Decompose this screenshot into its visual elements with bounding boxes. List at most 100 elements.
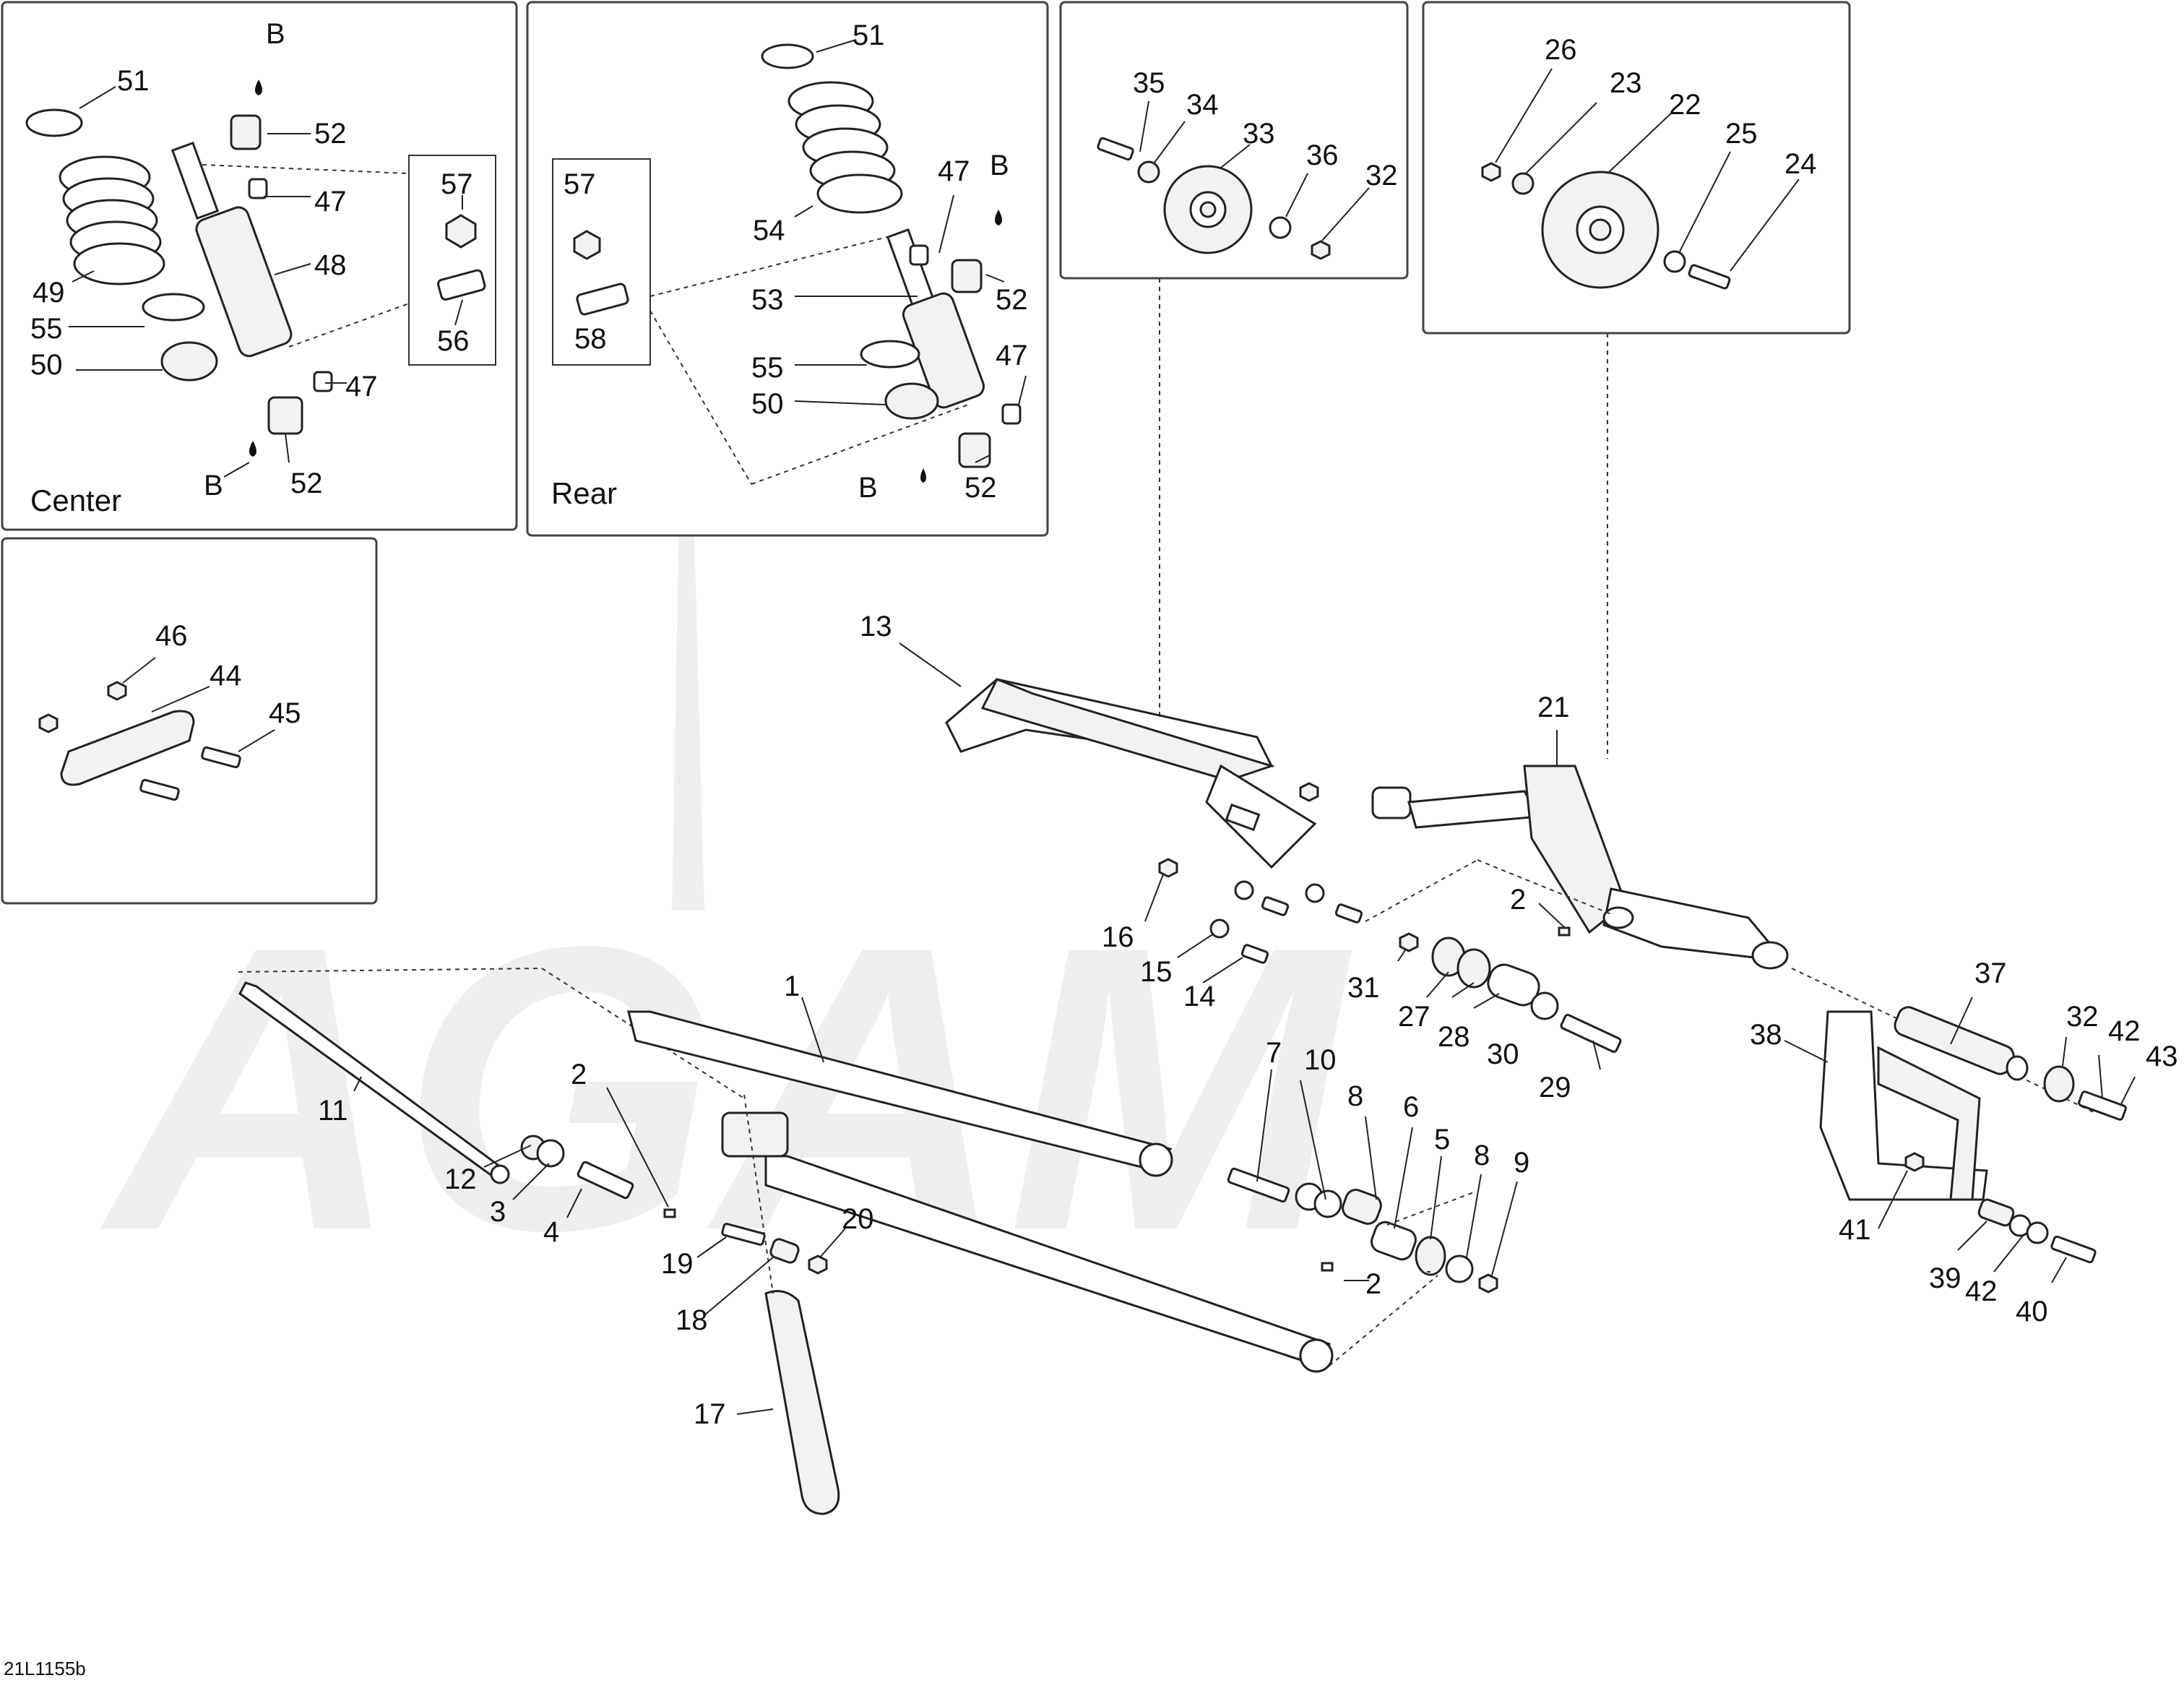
bushing-part — [267, 396, 303, 435]
callout-20: 20 — [842, 1203, 874, 1235]
callout-32: 32 — [1365, 160, 1398, 191]
spacer-part — [909, 244, 929, 266]
front-arm-frame-part — [945, 678, 1317, 869]
washer-part — [2026, 1221, 2049, 1244]
panel-idler-wheel-front: 35 34 33 36 32 — [1059, 1, 1409, 280]
bolt-part — [576, 283, 629, 316]
callout-52: 52 — [964, 472, 997, 504]
callout-55: 55 — [30, 313, 63, 345]
coil-spring-part — [787, 81, 903, 214]
callout-26: 26 — [1545, 34, 1577, 66]
callout-47: 47 — [938, 155, 970, 187]
washer-part — [1511, 172, 1535, 195]
callout-49: 49 — [33, 277, 65, 309]
rear-arm-part — [1371, 765, 1789, 970]
rear-bracket-part — [1819, 1010, 1988, 1201]
spacer-part — [248, 178, 268, 199]
bolt-part — [1688, 264, 1731, 290]
grease-fitting-part — [663, 1208, 676, 1218]
bolt-part — [1240, 944, 1269, 964]
grease-drop-icon — [995, 210, 1002, 225]
callout-22: 22 — [1669, 89, 1701, 121]
callout-48: 48 — [314, 249, 347, 281]
bolt-part — [1334, 903, 1363, 924]
bolt-part — [201, 746, 241, 769]
nut-part — [1299, 782, 1319, 802]
nut-part — [808, 1254, 828, 1275]
callout-23: 23 — [1610, 67, 1642, 99]
callout-31: 31 — [1347, 972, 1380, 1004]
bolt-part — [721, 1223, 766, 1246]
callout-21: 21 — [1537, 692, 1570, 723]
callout-8: 8 — [1474, 1140, 1490, 1171]
callout-6: 6 — [1403, 1091, 1419, 1123]
hardware-inset-box — [552, 158, 651, 366]
callout-52: 52 — [314, 118, 347, 150]
bushing-part — [1415, 1236, 1446, 1276]
callout-51: 51 — [853, 20, 885, 51]
bushing-part — [230, 114, 262, 150]
hardware-inset-box — [408, 155, 496, 366]
washer-part — [1305, 883, 1325, 903]
bushing-part — [951, 259, 983, 293]
callout-58: 58 — [574, 323, 607, 355]
bolt-part — [2078, 1090, 2127, 1121]
bushing-part — [1456, 948, 1491, 989]
callout-40: 40 — [2016, 1296, 2048, 1327]
sleeve-part — [1487, 963, 1540, 1007]
callout-1: 1 — [784, 970, 800, 1002]
callout-34: 34 — [1186, 89, 1219, 121]
coil-spring-part — [59, 155, 165, 285]
stopper-block-part — [60, 710, 195, 786]
callout-16: 16 — [1102, 921, 1134, 953]
main-assembly: 13 16 15 14 21 2 31 27 28 30 29 37 38 32… — [238, 278, 2178, 1515]
callout-35: 35 — [1133, 67, 1165, 99]
callout-17: 17 — [694, 1398, 726, 1430]
washer-part — [1530, 991, 1559, 1020]
panel-idler-wheel-rear: 26 23 22 25 24 — [1422, 1, 1851, 335]
watermark-spire-icon — [672, 347, 704, 911]
grease-drop-icon — [249, 441, 256, 457]
callout-57: 57 — [564, 168, 596, 200]
callout-56: 56 — [437, 325, 470, 357]
callout-11: 11 — [318, 1095, 348, 1127]
callout-3: 3 — [490, 1196, 506, 1228]
callout-12: 12 — [444, 1163, 477, 1195]
callout-14: 14 — [1183, 981, 1216, 1012]
nut-part — [1158, 858, 1178, 878]
spring-clip-part — [761, 43, 814, 69]
panel-stopper-block: 46 44 45 — [1, 537, 378, 905]
callout-57: 57 — [441, 168, 473, 200]
limiter-strap-part — [764, 1290, 840, 1515]
nut-part — [1481, 162, 1501, 182]
panel-title-rear: Rear — [551, 476, 617, 510]
nut-part — [1399, 932, 1419, 952]
callout-27: 27 — [1398, 1001, 1430, 1033]
washer-part — [1313, 1189, 1342, 1218]
bolt-part — [437, 269, 486, 301]
washer-part — [1269, 216, 1292, 239]
callout-47: 47 — [314, 186, 347, 218]
callout-55: 55 — [751, 352, 784, 384]
nut-part — [1478, 1273, 1498, 1294]
callout-53: 53 — [751, 284, 784, 316]
bolt-part — [1261, 896, 1290, 916]
callout-47: 47 — [345, 371, 378, 403]
nut-part — [38, 713, 59, 733]
callout-13: 13 — [860, 611, 892, 642]
callout-32: 32 — [2066, 1001, 2099, 1033]
callout-7: 7 — [1266, 1037, 1282, 1069]
callout-44: 44 — [210, 660, 242, 692]
nut-part — [1904, 1152, 1925, 1172]
callout-29: 29 — [1539, 1072, 1571, 1103]
washer-part — [1663, 250, 1686, 273]
panel-rear-shock: Rear — [526, 1, 1049, 537]
bolt-part — [139, 778, 180, 801]
callout-28: 28 — [1438, 1021, 1470, 1053]
callout-8: 8 — [1347, 1080, 1363, 1112]
callout-43: 43 — [2146, 1041, 2178, 1072]
callout-37: 37 — [1974, 957, 2007, 989]
callout-25: 25 — [1725, 118, 1758, 150]
callout-30: 30 — [1487, 1038, 1519, 1070]
nut-part — [107, 681, 127, 701]
